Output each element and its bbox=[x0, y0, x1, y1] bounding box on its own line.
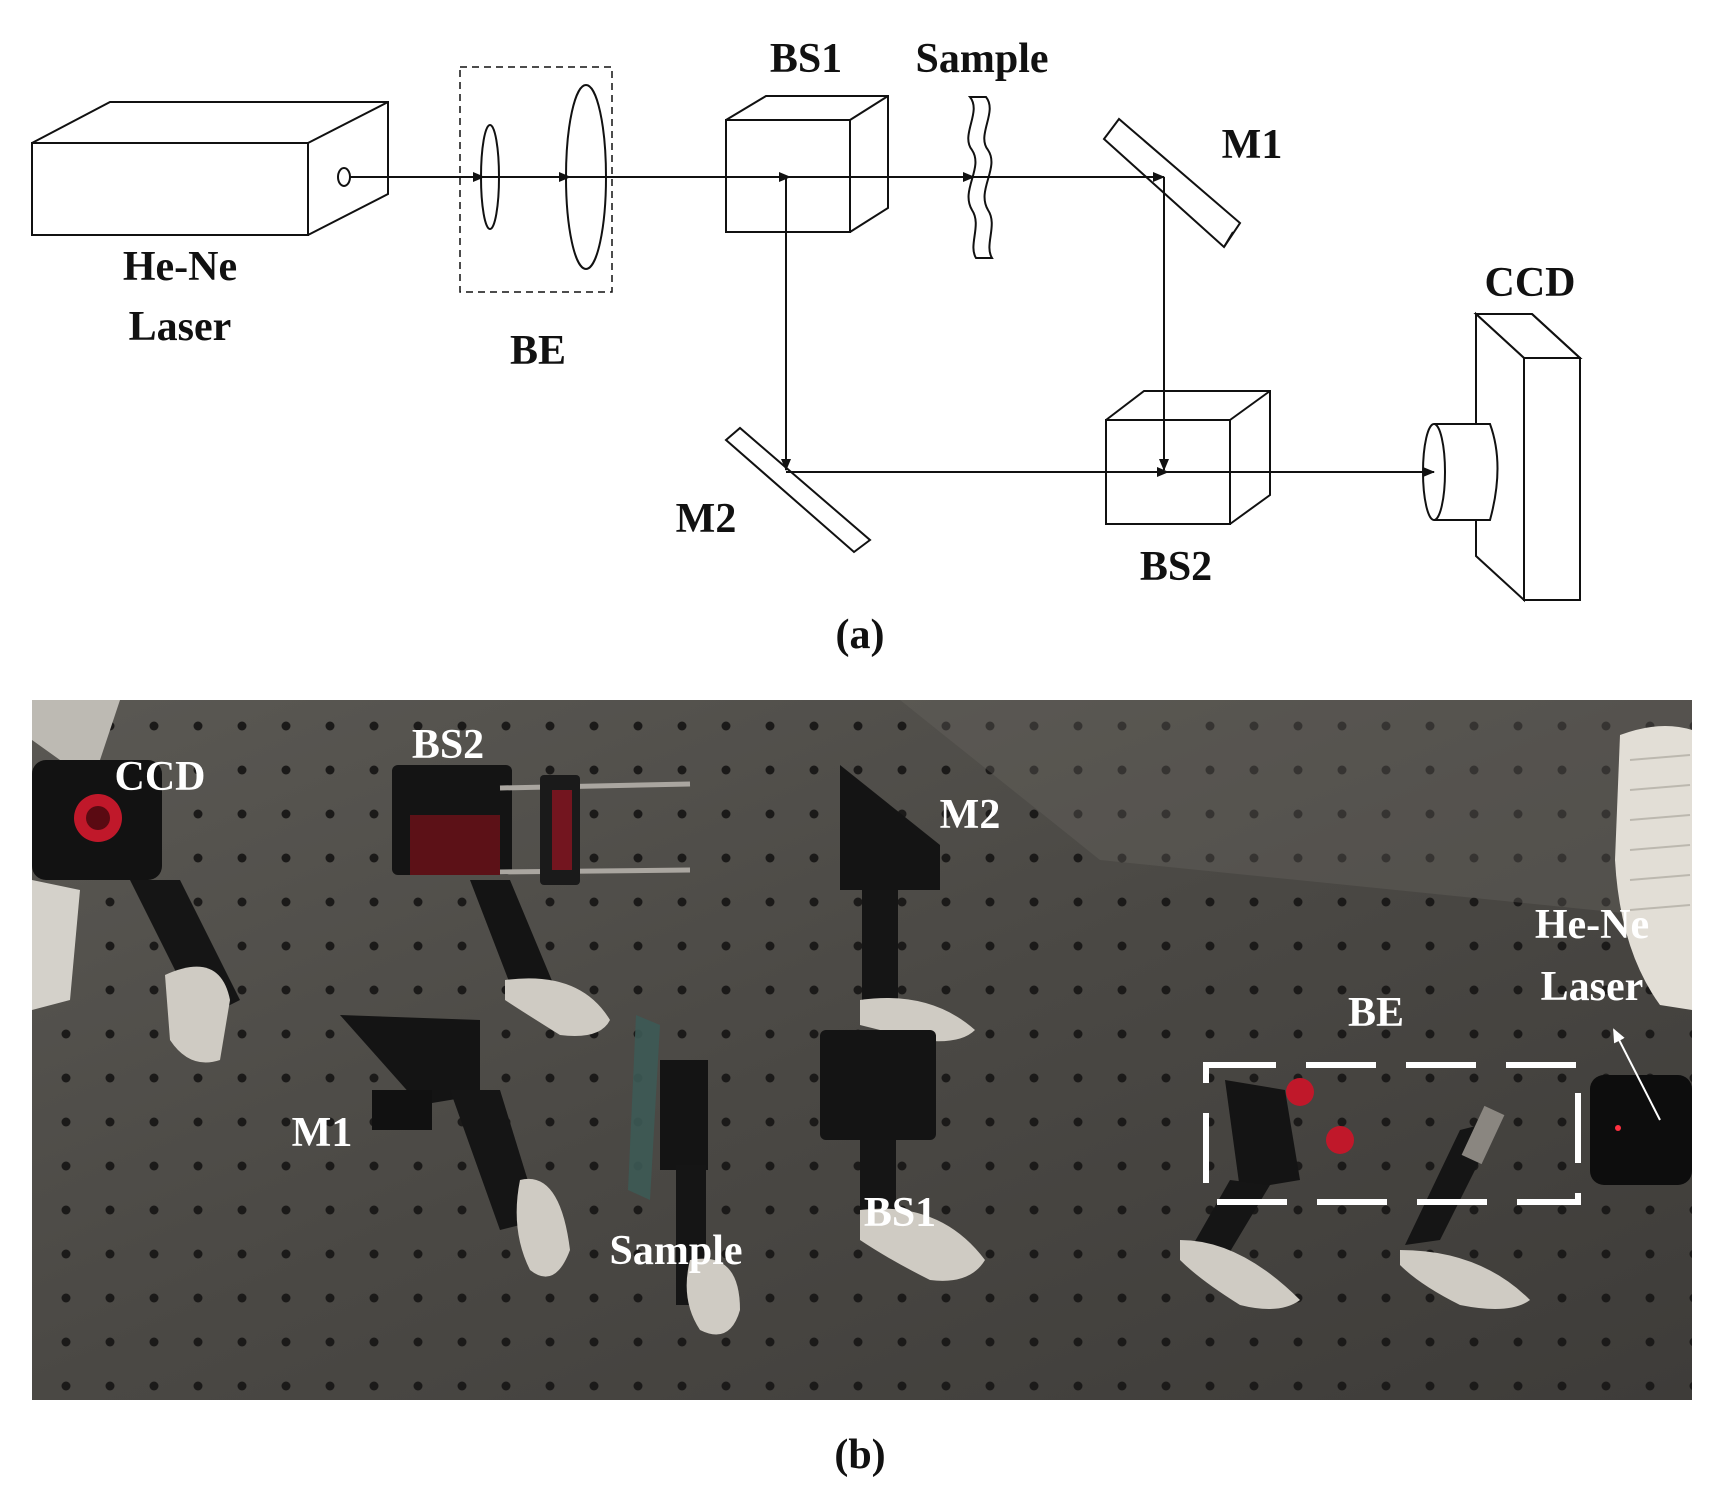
photo-label-bs1: BS1 bbox=[864, 1190, 936, 1236]
photo-label-m1: M1 bbox=[292, 1110, 353, 1156]
m2-mirror bbox=[724, 426, 872, 554]
sample-plate bbox=[967, 96, 994, 259]
photo-label-laser-line2: Laser bbox=[1541, 964, 1644, 1010]
photo-laser-pointer bbox=[1613, 1028, 1661, 1121]
photo-label-m2: M2 bbox=[940, 792, 1001, 838]
photo-ccd bbox=[32, 760, 240, 1063]
photo-bs1 bbox=[820, 1030, 985, 1281]
label-be: BE bbox=[510, 328, 566, 374]
caption-a: (a) bbox=[836, 612, 885, 658]
label-ccd: CCD bbox=[1485, 260, 1576, 306]
photo-label-be: BE bbox=[1348, 990, 1404, 1036]
label-bs2: BS2 bbox=[1140, 544, 1212, 590]
m1-mirror bbox=[1102, 117, 1242, 249]
label-sample: Sample bbox=[915, 36, 1048, 82]
schematic-labels: He-Ne Laser BE BS1 Sample M1 M2 BS2 CCD bbox=[123, 36, 1576, 590]
label-m1: M1 bbox=[1222, 122, 1283, 168]
photo-label-sample: Sample bbox=[609, 1228, 742, 1274]
beam-paths bbox=[350, 172, 1435, 477]
photo-panel bbox=[32, 700, 1692, 1400]
bs2-cube bbox=[1105, 390, 1271, 525]
caption-b: (b) bbox=[834, 1432, 885, 1478]
photo-sample bbox=[628, 1015, 740, 1335]
label-bs1: BS1 bbox=[770, 36, 842, 82]
schematic-panel bbox=[31, 66, 1583, 603]
photo-be-box bbox=[1203, 1062, 1581, 1205]
label-laser-line2: Laser bbox=[129, 304, 232, 350]
photo-label-laser-line1: He-Ne bbox=[1535, 902, 1649, 948]
photo-m2 bbox=[840, 765, 975, 1042]
label-laser-line1: He-Ne bbox=[123, 244, 237, 290]
bs1-cube bbox=[725, 95, 889, 233]
photo-m1 bbox=[340, 1015, 570, 1277]
photo-labels: CCD BS2 M2 He-Ne Laser BE M1 Sample BS1 bbox=[115, 722, 1650, 1274]
label-m2: M2 bbox=[676, 496, 737, 542]
beam-expander bbox=[459, 66, 613, 293]
photo-label-ccd: CCD bbox=[115, 754, 206, 800]
photo-bs2 bbox=[392, 765, 691, 1036]
laser-box bbox=[31, 101, 389, 236]
photo-label-bs2: BS2 bbox=[412, 722, 484, 768]
ccd-camera bbox=[1422, 311, 1583, 603]
